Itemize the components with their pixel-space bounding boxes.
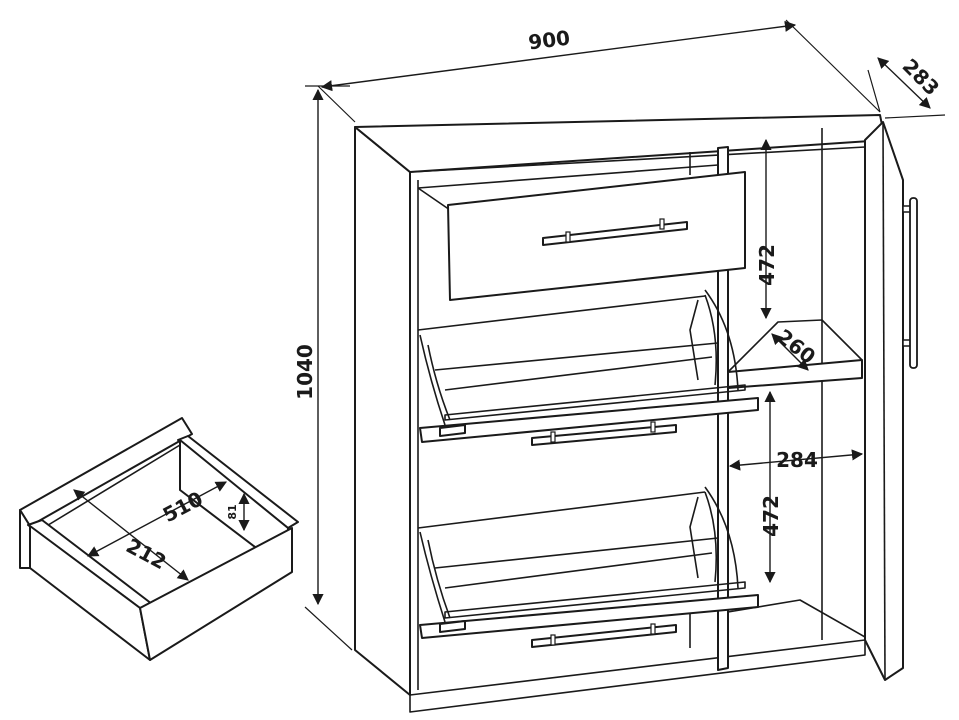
top-drawer-handle xyxy=(542,218,688,246)
top-drawer xyxy=(417,164,746,301)
inner-width-dimension-line xyxy=(728,449,864,471)
drawer-length-dimension-line xyxy=(87,481,227,557)
upper-shoe-flap xyxy=(417,289,759,446)
width-label: 900 xyxy=(527,26,571,55)
cabinet-bottom-plinth xyxy=(409,640,866,713)
width-dimension-line xyxy=(320,20,797,92)
upper-flap-front xyxy=(419,397,759,443)
right-shelf-back xyxy=(727,319,863,373)
door-edge xyxy=(882,121,886,681)
compartment-bottom-label: 472 xyxy=(759,495,783,537)
lower-flap-front xyxy=(419,594,759,639)
cabinet-top-panel xyxy=(354,114,886,173)
cabinet-left-side xyxy=(354,126,411,696)
compartment-top-label: 472 xyxy=(755,244,779,286)
upper-flap-lip xyxy=(439,424,466,437)
depth-dimension-line xyxy=(877,57,931,109)
lower-flap-lip xyxy=(439,620,466,633)
upper-flap-handle xyxy=(531,421,677,446)
door-handle xyxy=(902,197,918,369)
drawer-front-bottom xyxy=(139,527,293,661)
shelf-depth-label: 260 xyxy=(772,324,820,369)
drawer-width-label: 212 xyxy=(122,533,170,574)
cabinet xyxy=(354,114,918,713)
lower-flap-handle xyxy=(531,623,677,648)
drawer-height-label: 81 xyxy=(226,504,239,519)
height-label: 1040 xyxy=(293,344,317,400)
drawer-detail: 212 510 81 xyxy=(19,417,299,661)
inner-width-label: 284 xyxy=(776,448,818,472)
shelf-depth-dimension-line xyxy=(771,333,809,371)
lower-shoe-flap xyxy=(417,486,759,648)
depth-label: 283 xyxy=(898,54,944,100)
right-shelf xyxy=(727,359,863,389)
